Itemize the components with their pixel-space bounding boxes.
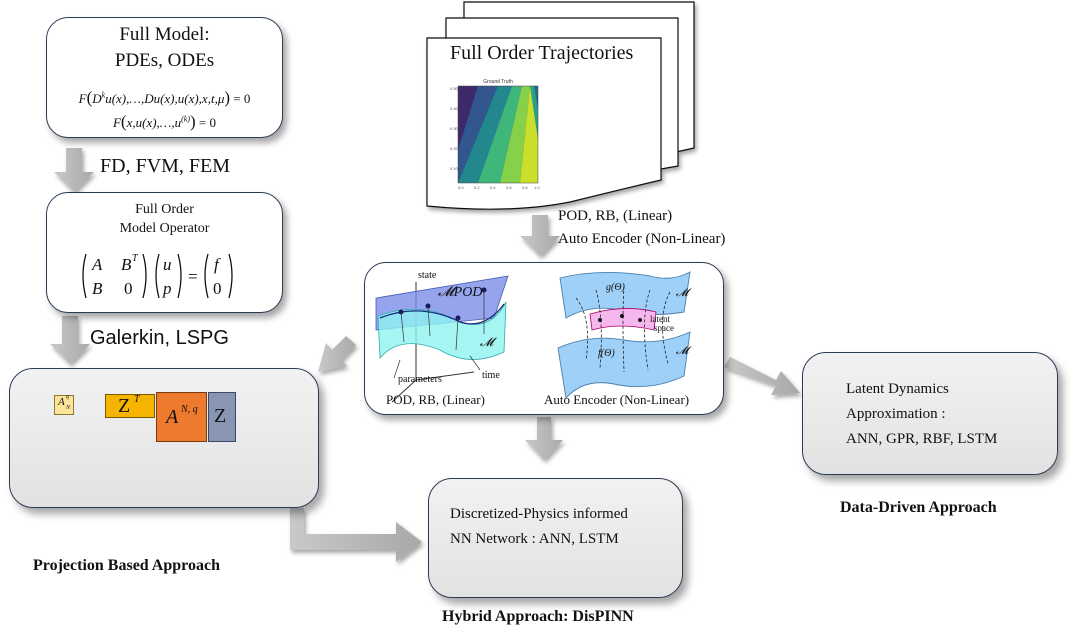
arrow-galerkin — [50, 316, 90, 364]
hybrid-line-1: Discretized-Physics informed — [450, 506, 628, 522]
fom-operator-title-1: Full Order — [135, 202, 194, 217]
zt-matrix: Z T — [105, 394, 155, 418]
fom-operator-box — [46, 192, 283, 313]
arrow-to-latent — [724, 357, 800, 395]
latent-line-2: Approximation : — [846, 406, 946, 422]
svg-text:0.20: 0.20 — [450, 146, 459, 151]
label-reduction-nonlinear: Auto Encoder (Non-Linear) — [558, 231, 726, 247]
full-model-subtitle: PDEs, ODEs — [114, 50, 215, 71]
z-matrix: Z — [208, 392, 236, 442]
pod-caption: POD, RB, (Linear) — [386, 392, 485, 407]
m-label: 𝓜 — [480, 335, 497, 349]
f-theta-label: f(Θ) — [598, 348, 615, 359]
full-model-equation-2: F(x,u(x),…,u(k)) = 0 — [112, 112, 217, 131]
latent-line-3: ANN, GPR, RBF, LSTM — [846, 431, 998, 447]
state-label: state — [418, 270, 437, 281]
svg-text:f: f — [214, 255, 221, 274]
svg-text:B: B — [121, 255, 132, 274]
arrow-reduction — [520, 215, 560, 256]
svg-text:0.4: 0.4 — [490, 185, 496, 190]
hybrid-approach-label: Hybrid Approach: DisPINN — [442, 608, 634, 625]
svg-text:T: T — [132, 253, 139, 264]
hybrid-box — [428, 478, 683, 598]
svg-text:latent: latent — [650, 314, 670, 324]
svg-text:space: space — [654, 323, 674, 333]
fom-operator-title-2: Model Operator — [119, 221, 210, 236]
data-driven-approach-label: Data-Driven Approach — [840, 499, 997, 516]
svg-text:0: 0 — [213, 279, 222, 298]
m-upper-label: 𝓜 — [676, 287, 692, 299]
time-label: time — [482, 370, 500, 381]
full-model-equation-1: F(Dku(x),…,Du(x),u(x),x,t,μ) = 0 — [78, 88, 251, 107]
svg-text:=: = — [188, 267, 198, 286]
svg-text:0.50: 0.50 — [450, 86, 459, 91]
svg-text:B: B — [92, 279, 103, 298]
svg-text:0.6: 0.6 — [506, 185, 512, 190]
full-model-box — [46, 17, 283, 138]
latent-line-1: Latent Dynamics — [846, 381, 949, 397]
a-big-matrix: A N, q — [156, 392, 207, 442]
svg-text:A: A — [91, 255, 103, 274]
svg-text:p: p — [162, 279, 172, 298]
arrow-discretize — [54, 148, 94, 192]
arrow-to-hybrid — [525, 417, 563, 460]
svg-text:0: 0 — [124, 279, 133, 298]
svg-text:0.30: 0.30 — [450, 126, 459, 131]
svg-text:0.8: 0.8 — [522, 185, 528, 190]
autoencoder-caption: Auto Encoder (Non-Linear) — [544, 392, 690, 407]
svg-text:u: u — [163, 255, 172, 274]
hybrid-line-2: NN Network : ANN, LSTM — [450, 531, 619, 547]
arrow-to-projection — [318, 336, 356, 372]
svg-text:0.2: 0.2 — [474, 185, 480, 190]
a-small-matrix: A q N — [54, 394, 74, 415]
label-discretization: FD, FVM, FEM — [100, 155, 231, 177]
full-model-title: Full Model: — [119, 24, 210, 45]
latent-dynamics-box — [802, 352, 1058, 475]
arrow-projection-to-hybrid — [290, 508, 422, 562]
svg-text:1.0: 1.0 — [534, 185, 540, 190]
m-pod-label: 𝓜POD — [438, 285, 482, 300]
label-projection-method: Galerkin, LSPG — [90, 327, 229, 349]
heatmap-title: Ground Truth — [483, 79, 513, 85]
parameters-label: parameters — [398, 374, 442, 385]
svg-text:0.10: 0.10 — [450, 166, 459, 171]
m-lower-label: 𝓜 — [676, 345, 692, 357]
projection-approach-label: Projection Based Approach — [33, 557, 220, 574]
g-theta-label: g(Θ) — [606, 282, 626, 293]
label-reduction-linear: POD, RB, (Linear) — [558, 208, 673, 224]
svg-text:0.0: 0.0 — [458, 185, 464, 190]
svg-text:0.40: 0.40 — [450, 106, 459, 111]
trajectories-title: Full Order Trajectories — [450, 42, 634, 64]
